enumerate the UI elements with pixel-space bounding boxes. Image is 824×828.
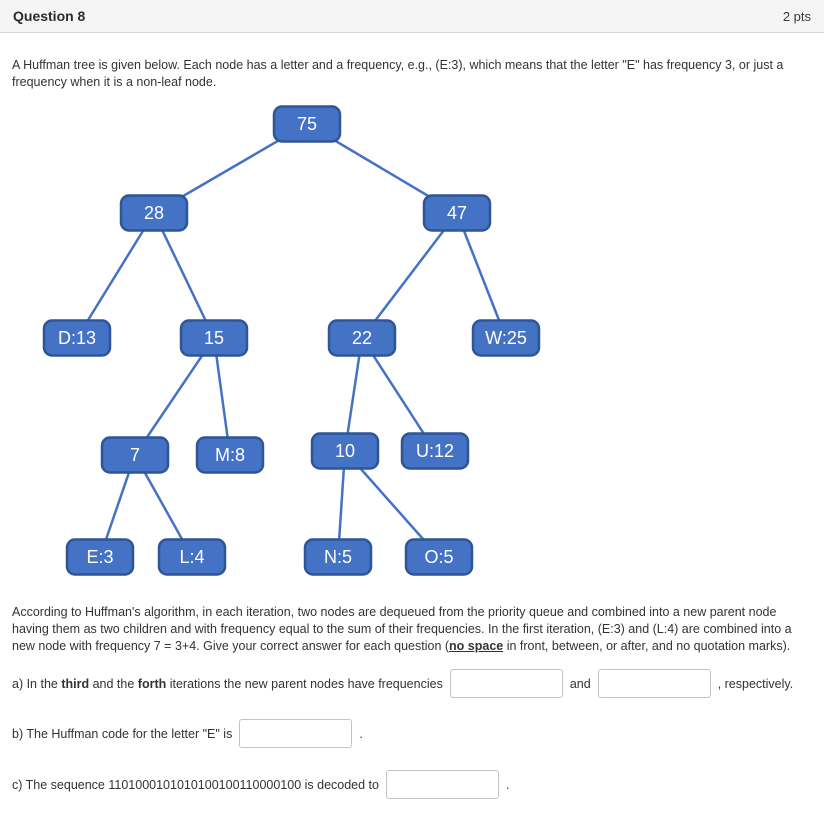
tree-node-box bbox=[327, 319, 397, 357]
tree-node-box bbox=[42, 319, 112, 357]
tree-node-box bbox=[100, 436, 170, 474]
question-body: A Huffman tree is given below. Each node… bbox=[0, 57, 824, 799]
tree-node-box bbox=[157, 538, 227, 576]
tree-node-box bbox=[422, 194, 492, 232]
tree-node: N:5 bbox=[303, 538, 373, 576]
algorithm-text-part2: in front, between, or after, and no quot… bbox=[503, 639, 791, 653]
tree-node: 22 bbox=[327, 319, 397, 357]
answer-input-b[interactable] bbox=[239, 719, 353, 748]
question-a-bold-forth: forth bbox=[137, 676, 167, 691]
tree-node-label: N:5 bbox=[324, 547, 352, 567]
tree-node-box bbox=[303, 538, 373, 576]
tree-node-label: E:3 bbox=[86, 547, 113, 567]
tree-node-label: 7 bbox=[130, 445, 140, 465]
tree-node-label: W:25 bbox=[485, 328, 527, 348]
answer-input-a2[interactable] bbox=[597, 669, 711, 698]
tree-node-label: 28 bbox=[144, 203, 164, 223]
intro-paragraph: A Huffman tree is given below. Each node… bbox=[12, 58, 784, 89]
tree-node: 47 bbox=[422, 194, 492, 232]
tree-node-label: L:4 bbox=[179, 547, 204, 567]
tree-node: U:12 bbox=[400, 432, 470, 470]
tree-node-box bbox=[404, 538, 474, 576]
algorithm-text-part1: According to Huffman's algorithm, in eac… bbox=[12, 605, 792, 653]
question-points: 2 pts bbox=[782, 8, 811, 24]
question-a-text-1: a) In the bbox=[12, 676, 62, 691]
tree-node-label: U:12 bbox=[416, 441, 454, 461]
tree-edge bbox=[361, 212, 458, 339]
tree-edge bbox=[360, 337, 437, 452]
tree-edge bbox=[133, 337, 216, 456]
tree-node-label: M:8 bbox=[215, 445, 245, 465]
question-header: Question 8 2 pts bbox=[0, 0, 824, 33]
answer-input-a1[interactable] bbox=[449, 669, 563, 698]
tree-edge bbox=[75, 212, 156, 339]
answer-input-c[interactable] bbox=[386, 770, 499, 799]
question-c-text-2: . bbox=[506, 777, 510, 792]
algorithm-paragraph: According to Huffman's algorithm, in eac… bbox=[12, 604, 810, 655]
tree-edge bbox=[343, 337, 364, 452]
tree-node: W:25 bbox=[471, 319, 541, 357]
tree-node-box bbox=[119, 194, 189, 232]
tree-node: D:13 bbox=[42, 319, 112, 357]
question-a-bold-third: third bbox=[61, 676, 90, 691]
question-c-row: c) The sequence 110100010101010010011000… bbox=[12, 770, 812, 799]
question-c-text-1: c) The sequence 110100010101010010011000… bbox=[12, 777, 379, 792]
tree-node: L:4 bbox=[157, 538, 227, 576]
no-space-emphasis: no space bbox=[449, 639, 504, 653]
tree-node: 28 bbox=[119, 194, 189, 232]
huffman-tree-svg: 75 28 47D:13 15 22 W:25 7 M:8 10 U:12E:3 L:4 N:5 O:5 bbox=[42, 105, 541, 576]
tree-node-label: O:5 bbox=[424, 547, 453, 567]
tree-node-box bbox=[400, 432, 470, 470]
tree-node-label: 10 bbox=[335, 441, 355, 461]
tree-node: E:3 bbox=[65, 538, 135, 576]
question-b-text-1: b) The Huffman code for the letter "E" i… bbox=[12, 726, 233, 741]
tree-node-label: 22 bbox=[352, 328, 372, 348]
question-b-row: b) The Huffman code for the letter "E" i… bbox=[12, 719, 812, 748]
tree-node-box bbox=[272, 105, 342, 143]
tree-node-label: 75 bbox=[297, 114, 317, 134]
tree-node-box bbox=[310, 432, 380, 470]
tree-edge bbox=[212, 337, 232, 456]
tree-node-box bbox=[179, 319, 249, 357]
tree-node-box bbox=[195, 436, 265, 474]
question-b-text-2: . bbox=[359, 726, 363, 741]
question-a-text-3: iterations the new parent nodes have fre… bbox=[166, 676, 443, 691]
tree-node: O:5 bbox=[404, 538, 474, 576]
tree-node: 15 bbox=[179, 319, 249, 357]
tree-node: 75 bbox=[272, 105, 342, 143]
tree-edge bbox=[455, 212, 508, 339]
question-a-row: a) In the third and the forth iterations… bbox=[12, 669, 812, 698]
question-a-connector: and bbox=[569, 676, 591, 691]
tree-edge bbox=[152, 212, 216, 339]
question-a-text-4: , respectively. bbox=[717, 676, 794, 691]
tree-node-label: 15 bbox=[204, 328, 224, 348]
tree-node-label: D:13 bbox=[58, 328, 96, 348]
tree-node-label: 47 bbox=[447, 203, 467, 223]
question-title: Question 8 bbox=[13, 8, 86, 24]
tree-node: M:8 bbox=[195, 436, 265, 474]
question-a-text-2: and the bbox=[89, 676, 138, 691]
tree-node-box bbox=[471, 319, 541, 357]
tree-node: 10 bbox=[310, 432, 380, 470]
tree-node: 7 bbox=[100, 436, 170, 474]
tree-node-box bbox=[65, 538, 135, 576]
